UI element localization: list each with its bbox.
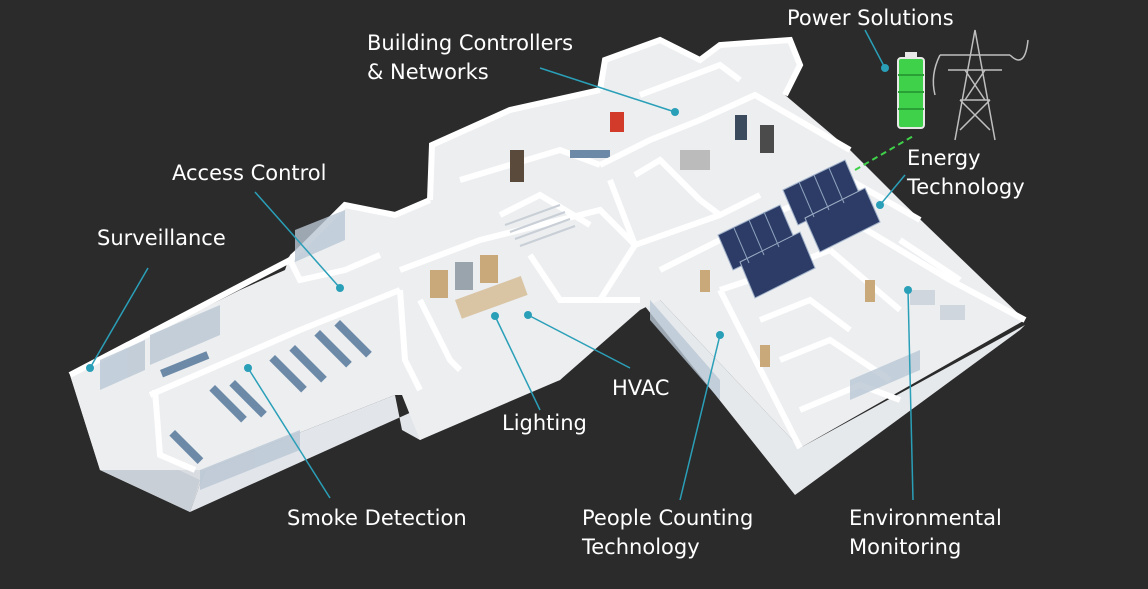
left-wing-rooms <box>68 197 432 473</box>
leader-lines <box>89 29 914 501</box>
label-surveillance-line1: Surveillance <box>97 226 226 250</box>
label-lighting-line1: Lighting <box>502 411 587 435</box>
upper-furniture <box>680 115 774 170</box>
label-power-solutions-line1: Power Solutions <box>787 6 954 30</box>
label-environmental-monitoring-line2: Monitoring <box>849 535 962 559</box>
right-wing-details <box>700 270 965 367</box>
label-environmental-monitoring: Environmental Monitoring <box>849 504 1002 562</box>
power-tower-icon <box>932 29 1029 141</box>
label-smoke-detection: Smoke Detection <box>287 504 467 533</box>
upper-rooms <box>597 36 852 249</box>
left-wing-glass <box>100 210 345 490</box>
central-rooms <box>398 87 640 373</box>
label-building-controllers-line1: Building Controllers <box>367 31 574 55</box>
label-building-controllers-line2: & Networks <box>367 60 489 84</box>
label-power-solutions: Power Solutions <box>787 4 954 33</box>
label-environmental-monitoring-line1: Environmental <box>849 506 1002 530</box>
central-furniture <box>430 112 624 319</box>
label-lighting: Lighting <box>502 409 587 438</box>
label-people-counting-line1: People Counting <box>582 506 754 530</box>
label-hvac: HVAC <box>612 374 669 403</box>
label-surveillance: Surveillance <box>97 224 226 253</box>
label-access-control-line1: Access Control <box>172 161 327 185</box>
stairs <box>504 204 576 247</box>
label-energy-technology: Energy Technology <box>907 144 1025 202</box>
label-energy-technology-line1: Energy <box>907 146 981 170</box>
label-energy-technology-line2: Technology <box>907 175 1025 199</box>
label-people-counting-line2: Technology <box>582 535 700 559</box>
label-hvac-line1: HVAC <box>612 376 670 400</box>
waiting-seats <box>160 320 372 464</box>
leader-dots <box>86 64 912 372</box>
battery-icon <box>897 52 925 129</box>
label-building-controllers: Building Controllers & Networks <box>367 29 573 87</box>
label-people-counting: People Counting Technology <box>582 504 753 562</box>
label-smoke-detection-line1: Smoke Detection <box>287 506 467 530</box>
label-access-control: Access Control <box>172 159 326 188</box>
right-wing-glass <box>650 300 920 400</box>
energy-link-line <box>854 134 916 171</box>
solar-grid <box>733 167 845 264</box>
